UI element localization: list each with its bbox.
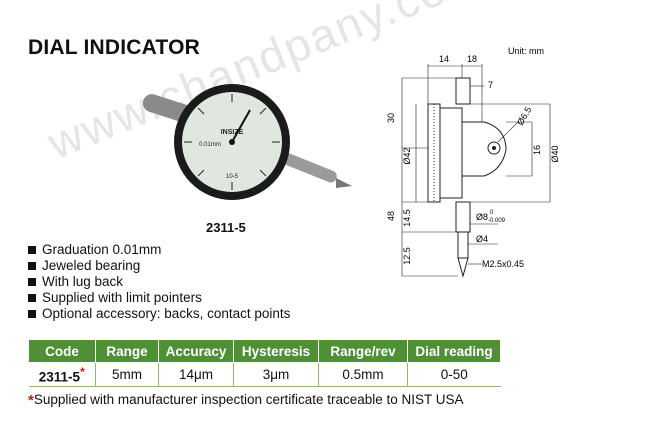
col-header-range: Range bbox=[95, 339, 159, 363]
stem bbox=[280, 152, 337, 183]
dim-8-tol-lower: -0.009 bbox=[488, 218, 506, 224]
bullet-icon bbox=[28, 246, 36, 254]
table-row: 2311-5* 5mm 14μm 3μm 0.5mm 0-50 bbox=[28, 362, 501, 387]
col-header-code: Code bbox=[28, 339, 96, 363]
dim-42: Ø42 bbox=[402, 147, 412, 164]
dim-8: Ø8 bbox=[476, 212, 488, 222]
code-marker: * bbox=[80, 364, 85, 379]
code-value: 2311-5 bbox=[38, 369, 81, 385]
dial-brand: INSIZE bbox=[221, 129, 244, 136]
feature-item: Supplied with limit pointers bbox=[28, 290, 290, 306]
dim-14-5: 14.5 bbox=[402, 209, 412, 227]
bullet-icon bbox=[28, 278, 36, 286]
model-caption: 2311-5 bbox=[206, 220, 246, 235]
cell-dial-reading: 0-50 bbox=[407, 362, 501, 387]
feature-item: Optional accessory: backs, contact point… bbox=[28, 306, 290, 322]
bullet-icon bbox=[28, 262, 36, 270]
cell-range-rev: 0.5mm bbox=[318, 362, 408, 387]
dim-48: 48 bbox=[386, 211, 396, 221]
dim-30: 30 bbox=[386, 113, 396, 123]
dim-7: 7 bbox=[488, 80, 493, 90]
cell-range: 5mm bbox=[95, 362, 159, 387]
footnote-marker: * bbox=[28, 392, 34, 409]
cell-code: 2311-5* bbox=[28, 362, 96, 387]
dim-8-tol-upper: 0 bbox=[490, 210, 494, 216]
dim-6-5: Ø6.5 bbox=[515, 105, 533, 127]
feature-item: With lug back bbox=[28, 274, 290, 290]
col-header-accuracy: Accuracy bbox=[158, 339, 234, 363]
feature-text: Jeweled bearing bbox=[42, 258, 141, 273]
feature-text: Supplied with limit pointers bbox=[42, 290, 202, 305]
col-header-hysteresis: Hysteresis bbox=[233, 339, 319, 363]
cell-hysteresis: 3μm bbox=[233, 362, 319, 387]
spec-table-header: Code Range Accuracy Hysteresis Range/rev… bbox=[28, 339, 501, 363]
feature-list: Graduation 0.01mm Jeweled bearing With l… bbox=[28, 242, 290, 322]
feature-item: Graduation 0.01mm bbox=[28, 242, 290, 258]
col-header-range-rev: Range/rev bbox=[318, 339, 408, 363]
bullet-icon bbox=[28, 310, 36, 318]
dial-range-text: 10-5 bbox=[226, 174, 239, 180]
dim-4: Ø4 bbox=[476, 234, 488, 244]
feature-item: Jeweled bearing bbox=[28, 258, 290, 274]
footnote: *Supplied with manufacturer inspection c… bbox=[28, 392, 464, 409]
col-header-dial-reading: Dial reading bbox=[407, 339, 501, 363]
feature-text: Optional accessory: backs, contact point… bbox=[42, 306, 291, 321]
dim-12-5: 12.5 bbox=[402, 247, 412, 265]
dim-14: 14 bbox=[439, 54, 449, 64]
dial-ticks bbox=[184, 94, 280, 190]
bullet-icon bbox=[28, 294, 36, 302]
page-title: DIAL INDICATOR bbox=[28, 36, 200, 59]
dial-graduation: 0.01mm bbox=[199, 142, 221, 148]
feature-text: With lug back bbox=[42, 274, 124, 289]
dimension-lines bbox=[401, 64, 551, 277]
needle-hub bbox=[229, 139, 235, 145]
contact-point bbox=[336, 178, 352, 188]
dim-18: 18 bbox=[467, 54, 477, 64]
drawing-body bbox=[427, 77, 507, 278]
dim-16: 16 bbox=[532, 145, 542, 155]
footnote-text: Supplied with manufacturer inspection ce… bbox=[33, 392, 464, 407]
unit-label: Unit: mm bbox=[508, 46, 544, 56]
dim-thread: M2.5x0.45 bbox=[482, 259, 524, 269]
dial-needle bbox=[231, 109, 251, 143]
feature-text: Graduation 0.01mm bbox=[42, 242, 162, 257]
technical-drawing: Unit: mm 14 18 7 bbox=[386, 46, 560, 278]
spec-table: Code Range Accuracy Hysteresis Range/rev… bbox=[28, 339, 501, 387]
dial-indicator-photo: INSIZE 0.01mm 10-5 bbox=[142, 84, 352, 200]
dim-40: Ø40 bbox=[550, 145, 560, 162]
cell-accuracy: 14μm bbox=[158, 362, 234, 387]
